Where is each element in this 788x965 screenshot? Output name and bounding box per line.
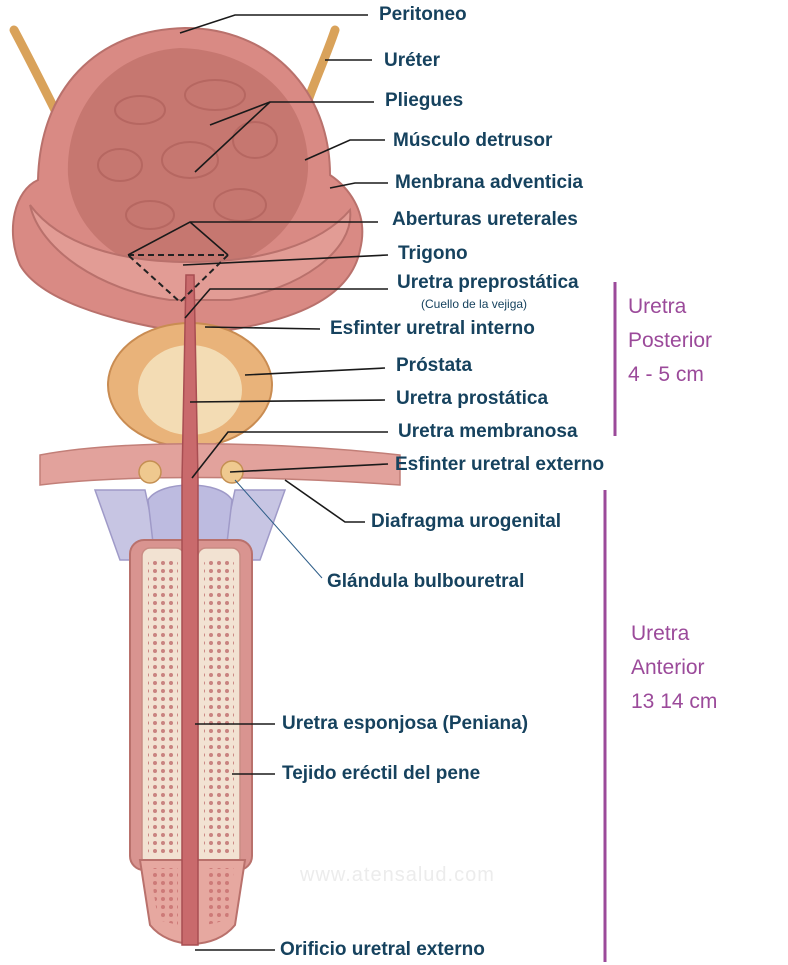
- region-anterior: Uretra Anterior 13 14 cm: [631, 617, 717, 719]
- label-cuello-vejiga: (Cuello de la vejiga): [421, 297, 528, 311]
- label-esfinter-externo: Esfinter uretral externo: [395, 454, 605, 475]
- trigone-outline: [125, 254, 231, 304]
- bulbourethral-leader: [234, 479, 323, 579]
- label-pliegues: Pliegues: [385, 90, 464, 111]
- region-posterior-line1: Uretra: [628, 295, 687, 318]
- label-aberturas-ureterales: Aberturas ureterales: [392, 209, 578, 230]
- label-ureter: Uréter: [384, 50, 440, 71]
- region-anterior-line1: Uretra: [631, 622, 690, 645]
- erectile-tissue-texture: [148, 560, 178, 855]
- label-orificio-externo: Orificio uretral externo: [280, 939, 485, 960]
- region-anterior-line2: Anterior: [631, 656, 705, 679]
- label-uretra-prostatica: Uretra prostática: [396, 388, 549, 409]
- region-posterior: Uretra Posterior 4 - 5 cm: [628, 290, 712, 392]
- label-esfinter-interno: Esfinter uretral interno: [330, 318, 535, 339]
- urethra: [181, 274, 199, 946]
- label-uretra-esponjosa: Uretra esponjosa (Peniana): [282, 713, 529, 734]
- label-tejido-erectil: Tejido eréctil del pene: [282, 763, 481, 784]
- label-glandula-bulbouretral: Glándula bulbouretral: [327, 571, 525, 592]
- label-musculo-detrusor: Músculo detrusor: [393, 130, 553, 151]
- region-posterior-line3: 4 - 5 cm: [628, 363, 704, 386]
- label-peritoneo: Peritoneo: [379, 4, 467, 25]
- region-posterior-line2: Posterior: [628, 329, 713, 352]
- region-anterior-line3: 13 14 cm: [631, 690, 718, 713]
- label-uretra-membranosa: Uretra membranosa: [398, 421, 578, 442]
- label-membrana-adventicia: Menbrana adventicia: [395, 172, 583, 193]
- label-prostata: Próstata: [396, 355, 473, 376]
- watermark: www.atensalud.com: [300, 864, 495, 886]
- bulbourethral-gland-left: [138, 460, 162, 484]
- bladder-lumen: [67, 48, 309, 275]
- label-trigono: Trigono: [398, 243, 468, 264]
- label-uretra-preprostatica: Uretra preprostática: [397, 272, 579, 293]
- label-diafragma-urogenital: Diafragma urogenital: [371, 511, 562, 532]
- bladder-folds: [97, 79, 278, 230]
- urogenital-diaphragm: [39, 443, 401, 486]
- leader-lines: [127, 14, 389, 951]
